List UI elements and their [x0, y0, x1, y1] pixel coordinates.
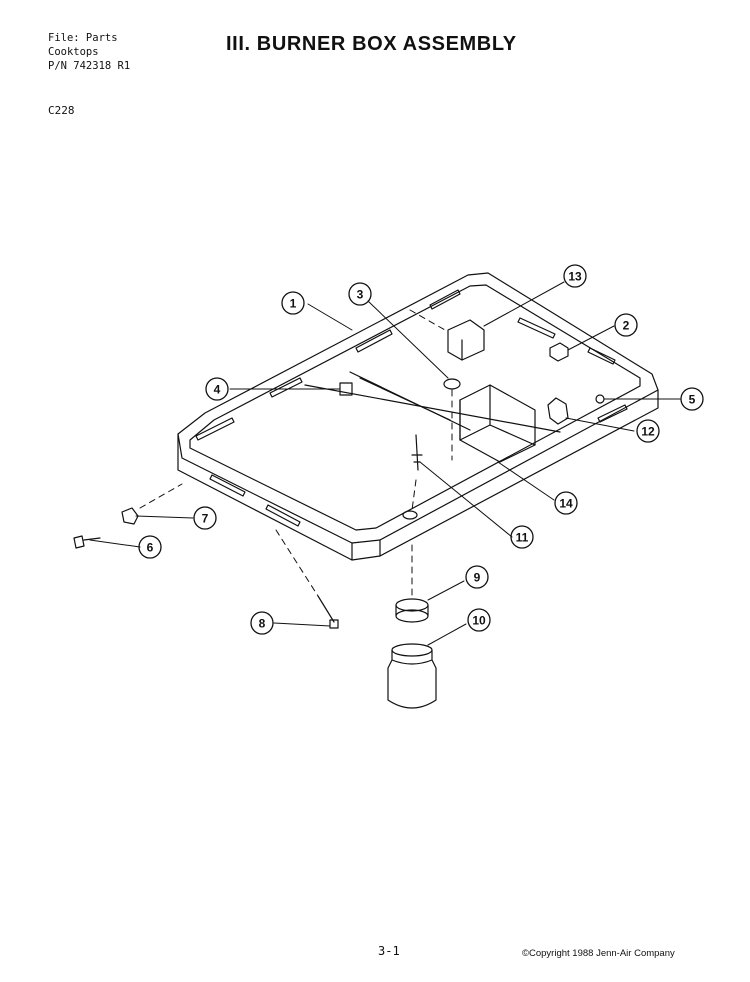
part-9-cap	[395, 598, 429, 623]
part-10-jar	[387, 643, 437, 709]
part-2-clip	[549, 342, 569, 362]
callout-3: 3	[348, 282, 372, 306]
callout-8: 8	[250, 611, 274, 635]
copyright-notice: ©Copyright 1988 Jenn-Air Company	[522, 948, 675, 959]
callout-2: 2	[614, 313, 638, 337]
callout-3-label: 3	[357, 288, 364, 302]
category-line: Cooktops	[48, 46, 99, 58]
callout-11-label: 11	[516, 531, 529, 545]
file-line: File: Parts	[48, 32, 118, 44]
callout-14-label: 14	[559, 497, 573, 511]
callout-9-label: 9	[474, 571, 481, 585]
part-7-clip	[121, 507, 139, 525]
callout-9: 9	[465, 565, 489, 589]
leader-lines	[89, 281, 681, 646]
tray-body	[177, 272, 659, 561]
callout-4-label: 4	[214, 383, 221, 397]
callout-7-label: 7	[202, 512, 209, 526]
callout-group: 1 2 3 4 5 6 7 8	[138, 264, 704, 635]
callout-5: 5	[680, 387, 704, 411]
part-11-electrode	[411, 434, 423, 471]
part-6-screw	[73, 535, 101, 549]
callout-12-label: 12	[641, 425, 655, 439]
page-title: III. BURNER BOX ASSEMBLY	[226, 33, 517, 55]
callout-13-label: 13	[568, 270, 582, 284]
callout-1-label: 1	[290, 297, 297, 311]
callout-2-label: 2	[623, 319, 630, 333]
part-12-holder	[547, 397, 569, 425]
callout-13: 13	[563, 264, 587, 288]
callout-10: 10	[467, 608, 491, 632]
callout-1: 1	[281, 291, 305, 315]
callout-5-label: 5	[689, 393, 696, 407]
callout-4: 4	[205, 377, 229, 401]
file-header: File: Parts Cooktops P/N 742318 R1	[48, 31, 130, 73]
part-13-bracket	[447, 319, 485, 361]
part-4-spacer	[339, 382, 353, 396]
model-number: C228	[48, 104, 75, 117]
callout-12: 12	[636, 419, 660, 443]
callout-14: 14	[554, 491, 578, 515]
part-5-screw	[595, 394, 605, 404]
part-8-screw	[317, 595, 339, 629]
part-number-line: P/N 742318 R1	[48, 60, 131, 72]
callout-10-label: 10	[472, 614, 486, 628]
callout-6-label: 6	[147, 541, 154, 555]
callout-7: 7	[193, 506, 217, 530]
callout-8-label: 8	[259, 617, 266, 631]
callout-6: 6	[138, 535, 162, 559]
assembly-lines	[139, 309, 453, 599]
callout-11: 11	[510, 525, 534, 549]
page-number: 3-1	[378, 944, 400, 958]
part-3-grommet	[443, 378, 461, 390]
